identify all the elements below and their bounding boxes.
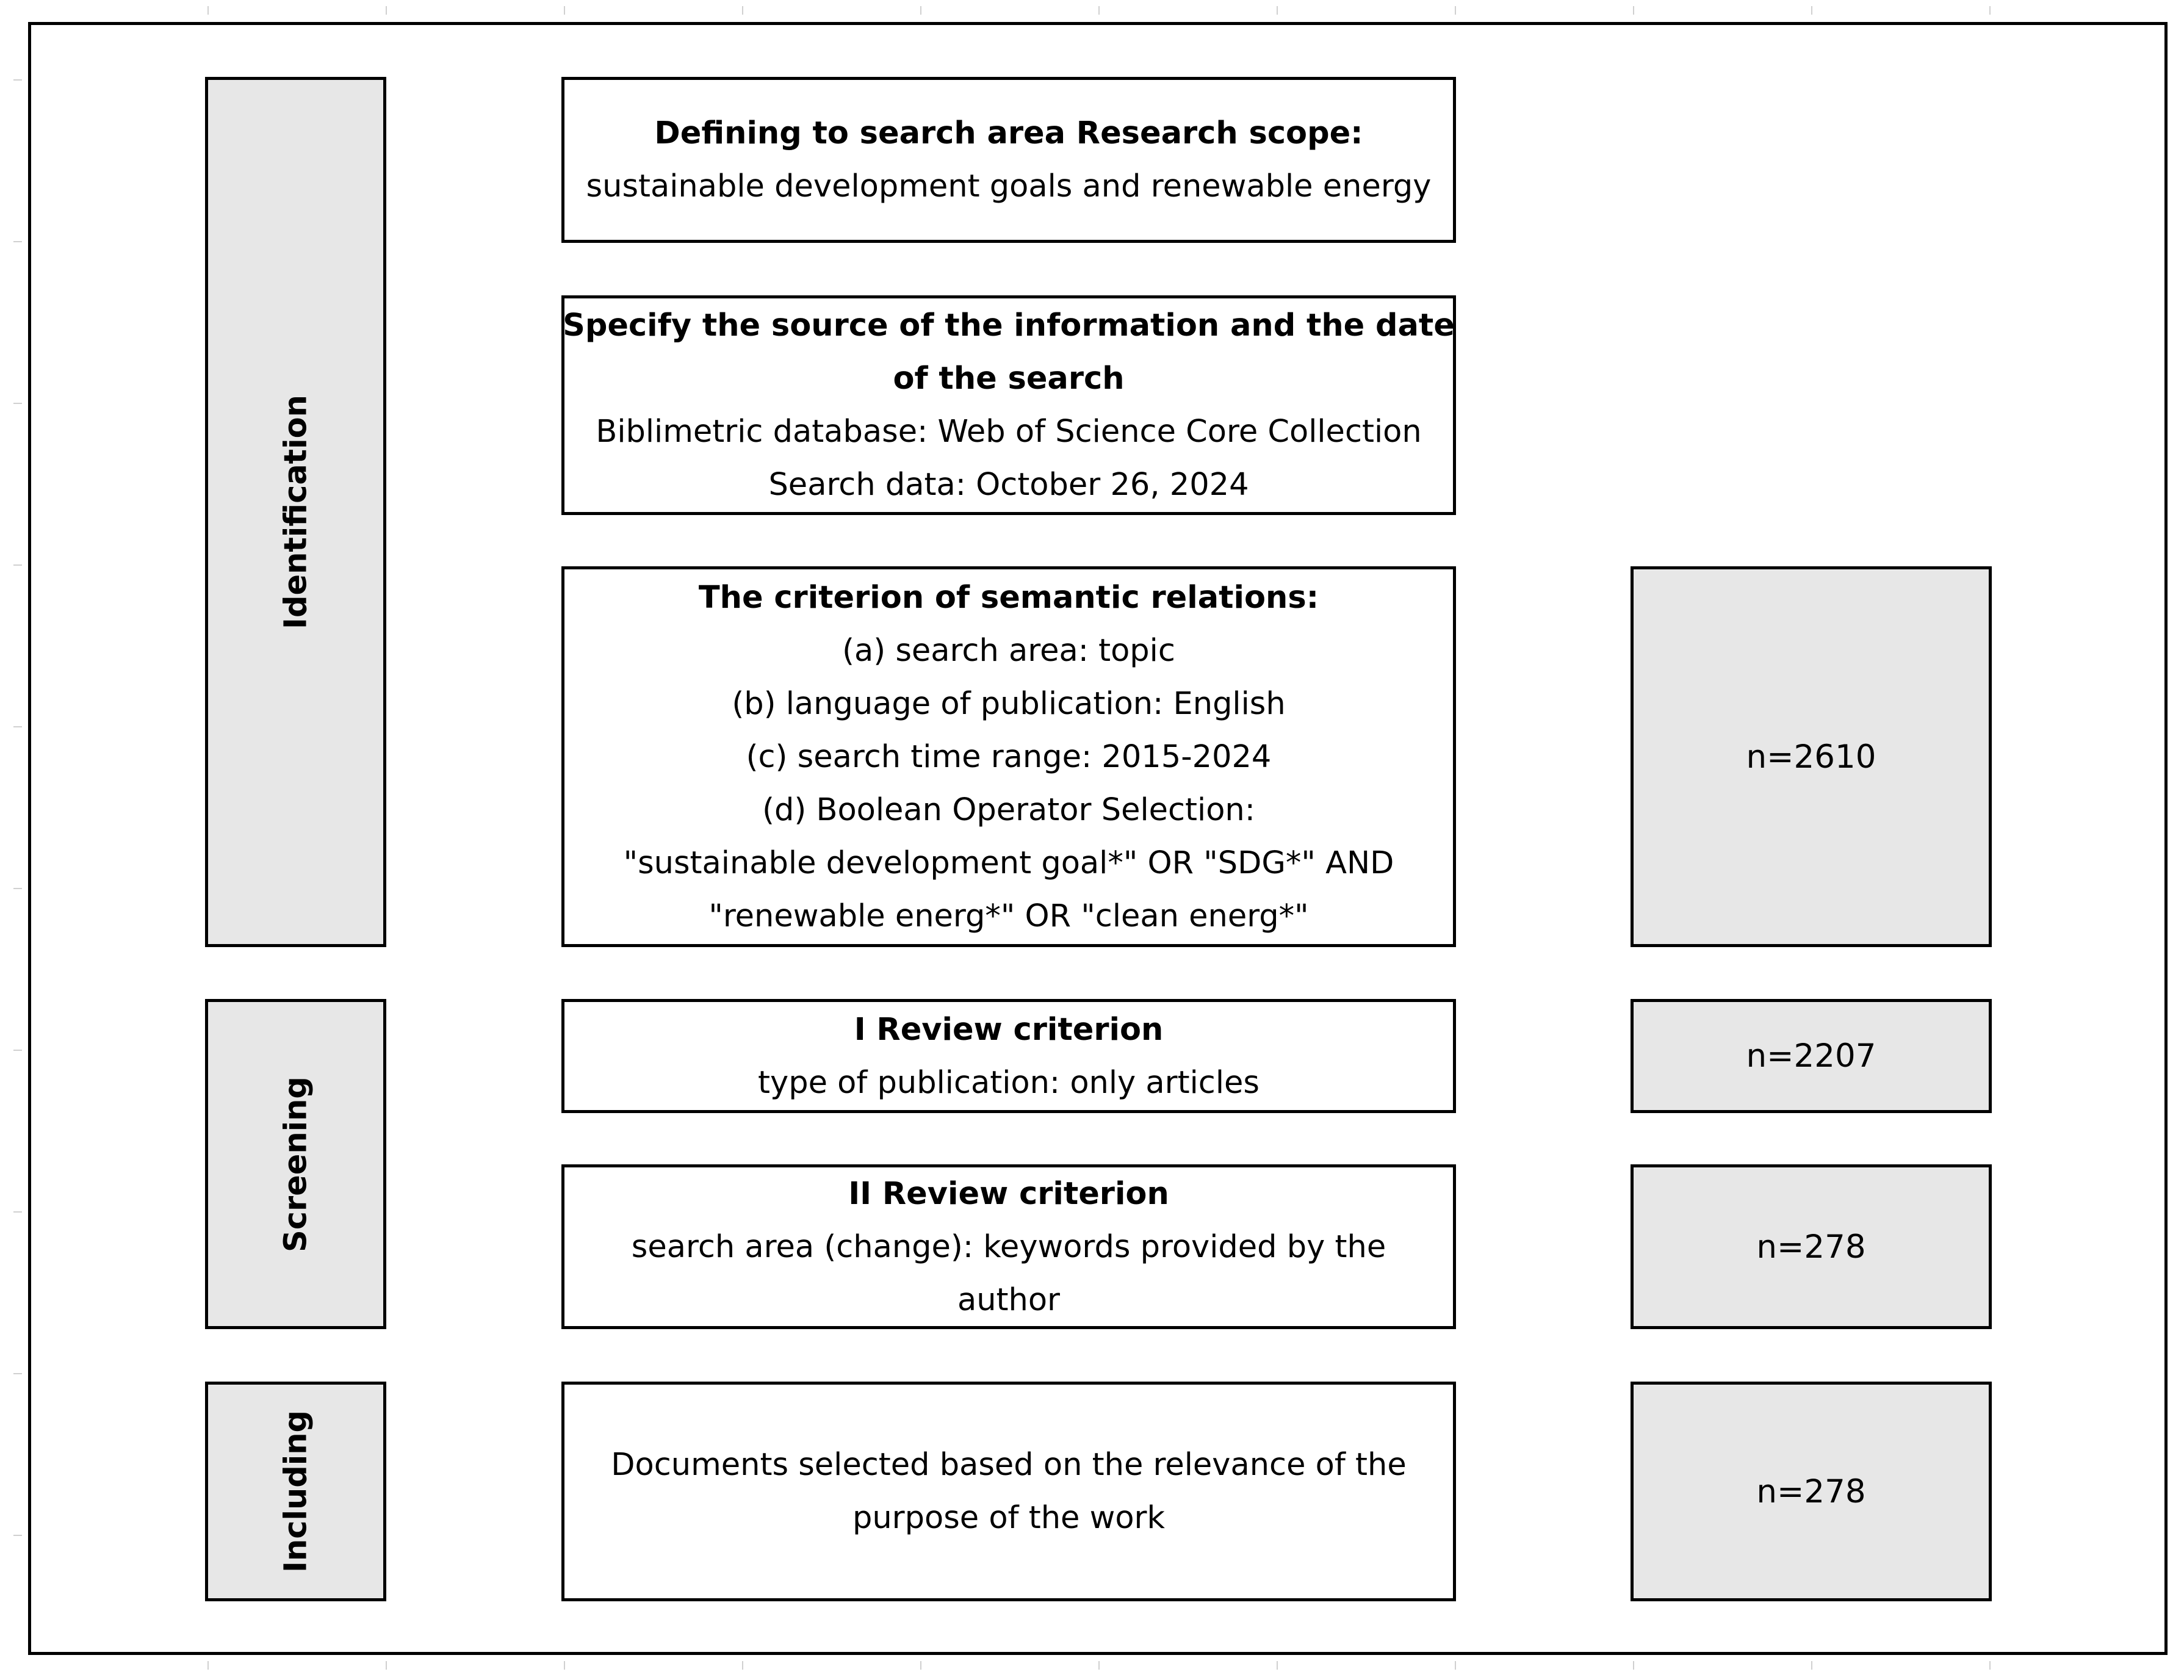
source-database-line: Biblimetric database: Web of Science Cor… <box>596 414 1422 450</box>
grid-tick <box>1811 6 1812 15</box>
grid-tick <box>1455 1661 1456 1670</box>
grid-tick <box>13 726 22 727</box>
grid-tick <box>13 1535 22 1536</box>
grid-tick <box>386 1661 387 1670</box>
grid-tick <box>13 241 22 242</box>
semantic-title: The criterion of semantic relations: <box>698 579 1319 616</box>
source-title-line: Specify the source of the information an… <box>563 308 1455 344</box>
scope-box: Defining to search area Research scope: … <box>561 77 1456 243</box>
diagram-frame <box>28 22 2168 1655</box>
count-review-1: n=2207 <box>1746 1037 1876 1075</box>
source-date-line: Search data: October 26, 2024 <box>768 467 1249 503</box>
semantic-line: (d) Boolean Operator Selection: <box>762 791 1255 828</box>
review-1-title: I Review criterion <box>854 1011 1164 1048</box>
semantic-criterion-box: The criterion of semantic relations: (a)… <box>561 566 1456 947</box>
grid-tick <box>1633 6 1634 15</box>
scope-line: sustainable development goals and renewa… <box>586 168 1432 204</box>
review-criterion-1-box: I Review criterion type of publication: … <box>561 999 1456 1113</box>
review-2-title: II Review criterion <box>848 1175 1169 1212</box>
grid-tick <box>1811 1661 1812 1670</box>
grid-tick <box>920 6 921 15</box>
grid-tick <box>1455 6 1456 15</box>
grid-tick <box>1989 6 1991 15</box>
stage-identification: Identification <box>205 77 386 947</box>
count-semantic: n=2610 <box>1746 738 1876 776</box>
count-box-review-2: n=278 <box>1631 1164 1992 1329</box>
grid-tick <box>742 1661 743 1670</box>
grid-tick <box>742 6 743 15</box>
grid-tick <box>207 1661 209 1670</box>
scope-title: Defining to search area Research scope: <box>654 115 1363 151</box>
grid-tick <box>1989 1661 1991 1670</box>
semantic-line: (b) language of publication: English <box>732 685 1286 722</box>
review-2-line: author <box>957 1282 1061 1318</box>
grid-tick <box>13 1050 22 1051</box>
grid-tick <box>1277 1661 1278 1670</box>
stage-including: Including <box>205 1382 386 1601</box>
review-criterion-2-box: II Review criterion search area (change)… <box>561 1164 1456 1329</box>
grid-tick <box>207 6 209 15</box>
semantic-line: (c) search time range: 2015-2024 <box>746 738 1272 775</box>
count-box-review-1: n=2207 <box>1631 999 1992 1113</box>
semantic-line: "sustainable development goal*" OR "SDG*… <box>623 845 1394 881</box>
grid-tick <box>13 888 22 889</box>
source-title-line: of the search <box>893 361 1125 397</box>
count-box-selected: n=278 <box>1631 1382 1992 1601</box>
grid-tick <box>1277 6 1278 15</box>
grid-tick <box>564 1661 565 1670</box>
grid-tick <box>13 403 22 404</box>
stage-screening: Screening <box>205 999 386 1329</box>
count-review-2: n=278 <box>1756 1228 1866 1266</box>
review-1-line: type of publication: only articles <box>758 1064 1260 1101</box>
grid-tick <box>1098 1661 1100 1670</box>
grid-tick <box>1098 6 1100 15</box>
grid-tick <box>564 6 565 15</box>
grid-tick <box>13 1373 22 1374</box>
semantic-line: (a) search area: topic <box>842 632 1175 669</box>
semantic-line: "renewable energ*" OR "clean energ*" <box>708 898 1309 934</box>
count-box-semantic: n=2610 <box>1631 566 1992 947</box>
stage-screening-label: Screening <box>278 1076 314 1252</box>
stage-identification-label: Identification <box>278 395 314 629</box>
selected-documents-box: Documents selected based on the relevanc… <box>561 1382 1456 1601</box>
selected-line: Documents selected based on the relevanc… <box>611 1447 1407 1483</box>
grid-tick <box>13 1211 22 1213</box>
grid-tick <box>386 6 387 15</box>
grid-tick <box>13 564 22 566</box>
grid-tick <box>13 79 22 81</box>
grid-tick <box>1633 1661 1634 1670</box>
stage-including-label: Including <box>278 1410 314 1573</box>
grid-tick <box>920 1661 921 1670</box>
selected-line: purpose of the work <box>852 1500 1166 1536</box>
count-selected: n=278 <box>1756 1473 1866 1510</box>
review-2-line: search area (change): keywords provided … <box>631 1228 1386 1265</box>
source-box: Specify the source of the information an… <box>561 295 1456 515</box>
